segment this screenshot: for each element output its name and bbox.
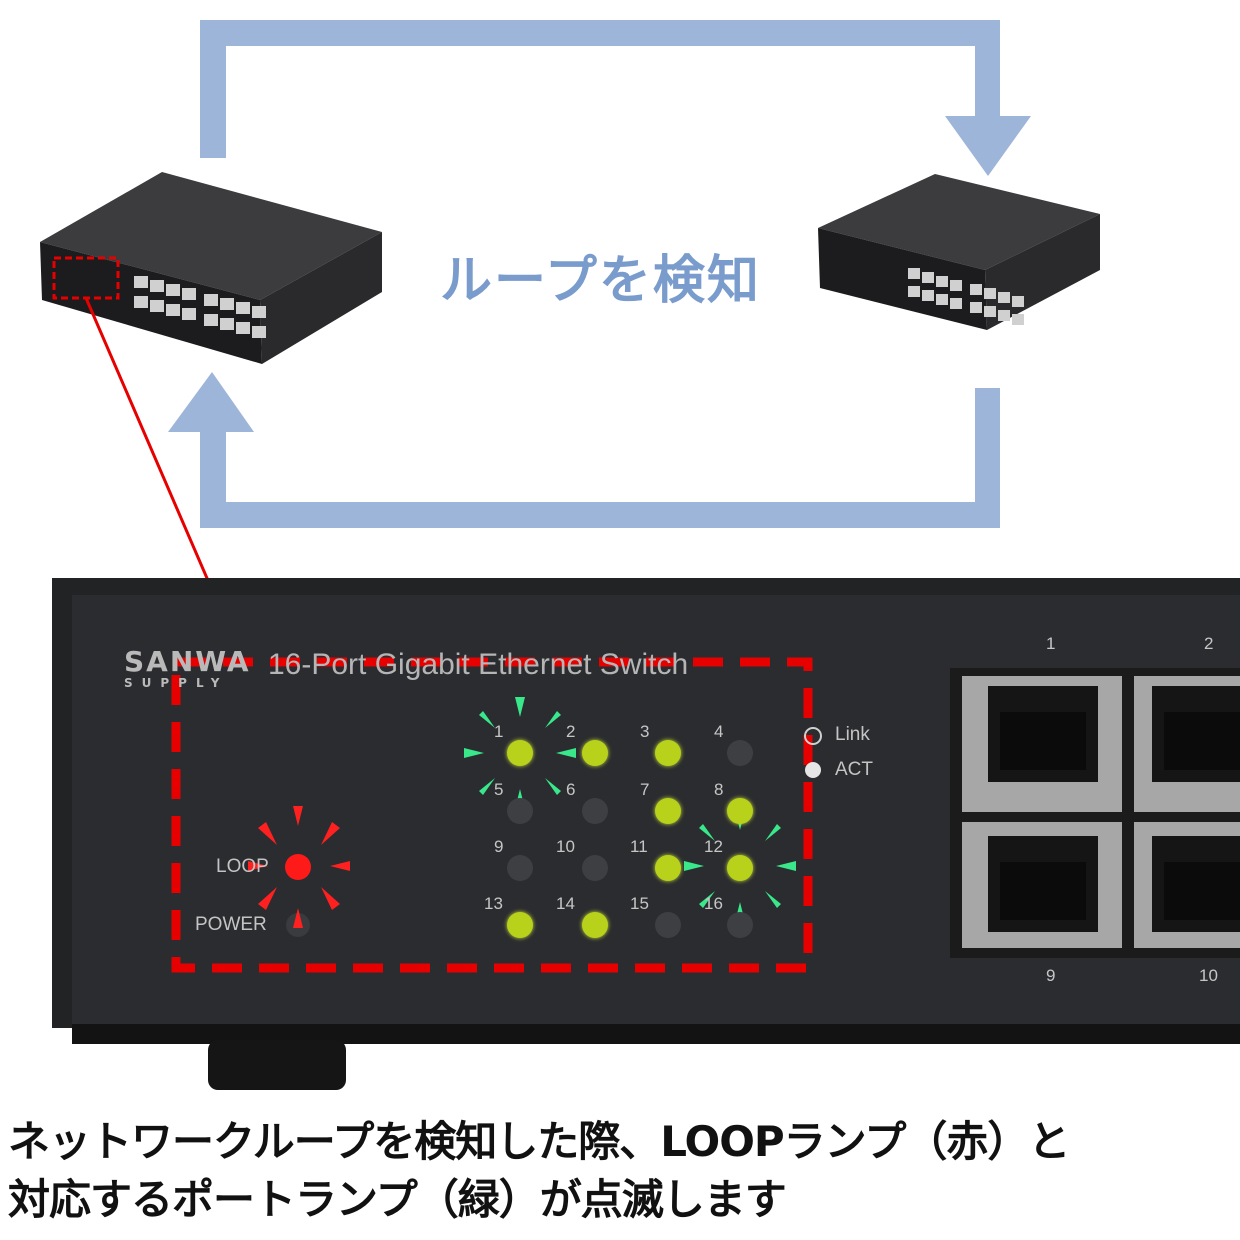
port-led-5 (507, 798, 533, 824)
port-number-label: 5 (494, 780, 504, 799)
loop-label: LOOP (216, 856, 269, 877)
port-led-10 (582, 855, 608, 881)
act-legend-label: ACT (835, 759, 873, 780)
brand-logo: SANWA SUPPLY (124, 645, 251, 691)
port-number-label: 8 (714, 780, 724, 799)
rj45-port-label: 9 (1046, 966, 1056, 985)
port-number-label: 1 (494, 722, 504, 741)
port-led-6 (582, 798, 608, 824)
down-arrow-icon (945, 116, 1031, 176)
rj45-port-label: 10 (1199, 966, 1218, 985)
caption-line-1: ネットワークループを検知した際、LOOPランプ（赤）と (8, 1117, 1070, 1166)
link-legend-label: Link (835, 724, 870, 745)
rj45-port-label: 2 (1204, 634, 1214, 653)
loop-blink-marks (248, 806, 350, 928)
link-legend-icon (804, 727, 822, 745)
port-led-7 (655, 798, 681, 824)
port-number-label: 2 (566, 722, 576, 741)
switch-small-right (818, 174, 1100, 330)
rj45-port-label: 1 (1046, 634, 1056, 653)
port-number-label: 7 (640, 780, 650, 799)
act-legend-icon (805, 762, 821, 778)
port-number-label: 12 (704, 837, 723, 856)
model-label: 16-Port Gigabit Ethernet Switch (268, 648, 689, 681)
port-led-3 (655, 740, 681, 766)
port-number-label: 9 (494, 837, 504, 856)
port-number-label: 13 (484, 894, 503, 913)
port-number-label: 3 (640, 722, 650, 741)
port-led-1 (507, 740, 533, 766)
port-led-8 (727, 798, 753, 824)
port-number-label: 11 (630, 837, 648, 856)
port-led-9 (507, 855, 533, 881)
port-number-label: 15 (630, 894, 649, 913)
port-number-label: 16 (704, 894, 723, 913)
port-number-label: 6 (566, 780, 576, 799)
up-arrow-icon (168, 372, 254, 432)
port-number-label: 14 (556, 894, 575, 913)
loop-detect-heading: ループを検知 (440, 251, 761, 311)
power-label: POWER (195, 914, 267, 935)
port-led-13 (507, 912, 533, 938)
port-number-label: 4 (714, 722, 724, 741)
caption-line-2: 対応するポートランプ（緑）が点滅します (8, 1175, 787, 1224)
loop-lamp (285, 854, 311, 880)
port-led-4 (727, 740, 753, 766)
port-number-label: 10 (556, 837, 575, 856)
port-led-15 (655, 912, 681, 938)
port-led-11 (655, 855, 681, 881)
port-led-12 (727, 855, 753, 881)
port-led-16 (727, 912, 753, 938)
loop-arrow-path (168, 20, 1031, 528)
switch-small-left (40, 172, 382, 651)
port-led-14 (582, 912, 608, 938)
port-led-2 (582, 740, 608, 766)
